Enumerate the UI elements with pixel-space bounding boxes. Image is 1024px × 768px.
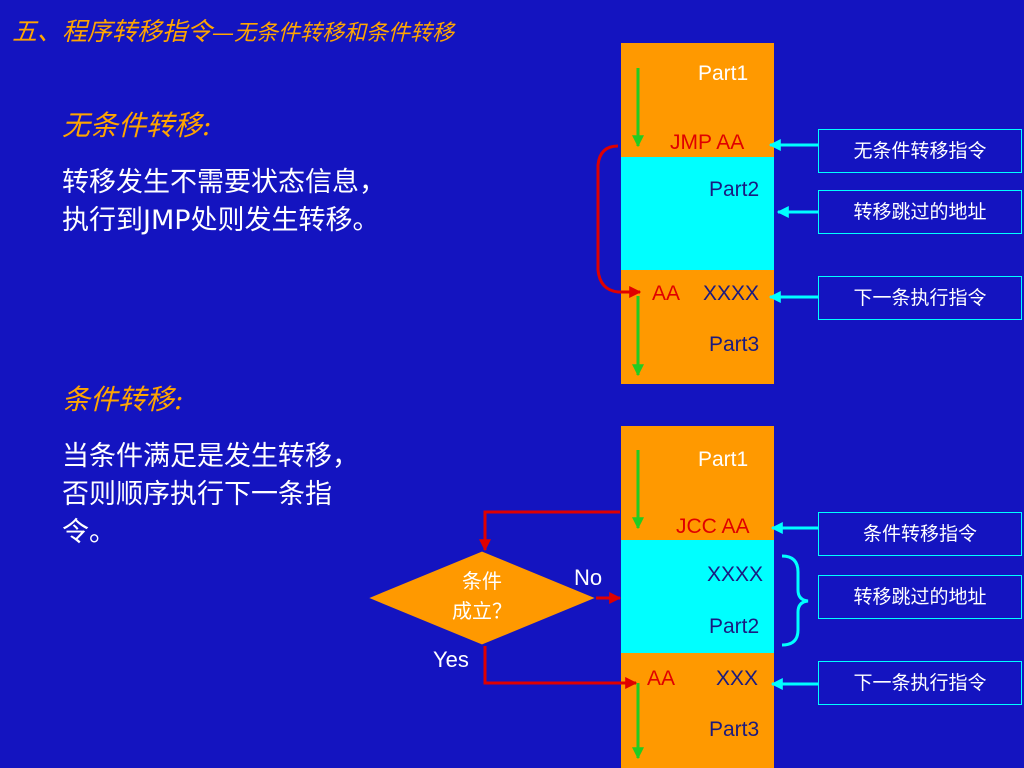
uncond-part3-label: Part3 bbox=[709, 333, 760, 356]
uncond-instr-box: 无条件转移指令 bbox=[818, 129, 1022, 173]
uncond-part2-label: Part2 bbox=[709, 178, 760, 201]
cond-aa-label: AA bbox=[647, 667, 676, 690]
title-dash: — bbox=[212, 21, 235, 46]
conditional-heading: 条件转移: bbox=[62, 383, 184, 416]
cond-skip-instr-label: XXXX bbox=[707, 563, 764, 586]
slide-title: 五、程序转移指令—无条件转移和条件转移 bbox=[12, 12, 454, 48]
cond-part2-block bbox=[621, 540, 774, 653]
skip-brace bbox=[781, 554, 809, 647]
conditional-line-1: 当条件满足是发生转移， bbox=[62, 441, 359, 472]
conditional-line-3: 令。 bbox=[62, 517, 116, 548]
cond-next-box: 下一条执行指令 bbox=[818, 661, 1022, 705]
conditional-line-2: 否则顺序执行下一条指 bbox=[62, 479, 332, 510]
uncond-next-box: 下一条执行指令 bbox=[818, 276, 1022, 320]
uncond-target-label: XXXX bbox=[703, 282, 760, 305]
unconditional-line-1: 转移发生不需要状态信息， bbox=[62, 167, 386, 198]
uncond-jmp-label: JMP AA bbox=[670, 131, 745, 154]
yes-branch-arrow bbox=[483, 646, 638, 689]
yes-label: Yes bbox=[433, 647, 469, 672]
uncond-part1-label: Part1 bbox=[698, 62, 749, 85]
unconditional-description: 转移发生不需要状态信息， 执行到JMP处则发生转移。 bbox=[62, 164, 386, 240]
uncond-aa-label: AA bbox=[652, 282, 681, 305]
cond-jcc-label: JCC AA bbox=[676, 515, 750, 538]
decision-text: 条件 成立？ bbox=[440, 566, 524, 626]
cond-skip-box: 转移跳过的地址 bbox=[818, 575, 1022, 619]
cond-instr-box: 条件转移指令 bbox=[818, 512, 1022, 556]
cond-part3-block bbox=[621, 653, 774, 768]
decision-line-2: 成立？ bbox=[452, 599, 512, 623]
cond-part1-block bbox=[621, 426, 774, 540]
uncond-part3-block bbox=[621, 270, 774, 384]
uncond-part1-block bbox=[621, 43, 774, 157]
cond-to-decision-arrow bbox=[479, 510, 620, 552]
cond-part3-label: Part3 bbox=[709, 718, 760, 741]
title-main: 五、程序转移指令 bbox=[12, 17, 213, 46]
unconditional-heading: 无条件转移: bbox=[62, 109, 212, 142]
cond-part1-label: Part1 bbox=[698, 448, 749, 471]
decision-line-1: 条件 bbox=[462, 569, 502, 593]
cond-part2-label: Part2 bbox=[709, 615, 760, 638]
unconditional-line-2: 执行到JMP处则发生转移。 bbox=[62, 205, 380, 236]
no-label: No bbox=[574, 565, 603, 590]
uncond-skip-box: 转移跳过的地址 bbox=[818, 190, 1022, 234]
cond-target-label: XXX bbox=[716, 667, 759, 690]
uncond-part2-block bbox=[621, 157, 774, 270]
uncond-jump-arrow bbox=[596, 144, 642, 298]
title-sub: 无条件转移和条件转移 bbox=[234, 21, 455, 46]
conditional-description: 当条件满足是发生转移， 否则顺序执行下一条指 令。 bbox=[62, 438, 359, 552]
